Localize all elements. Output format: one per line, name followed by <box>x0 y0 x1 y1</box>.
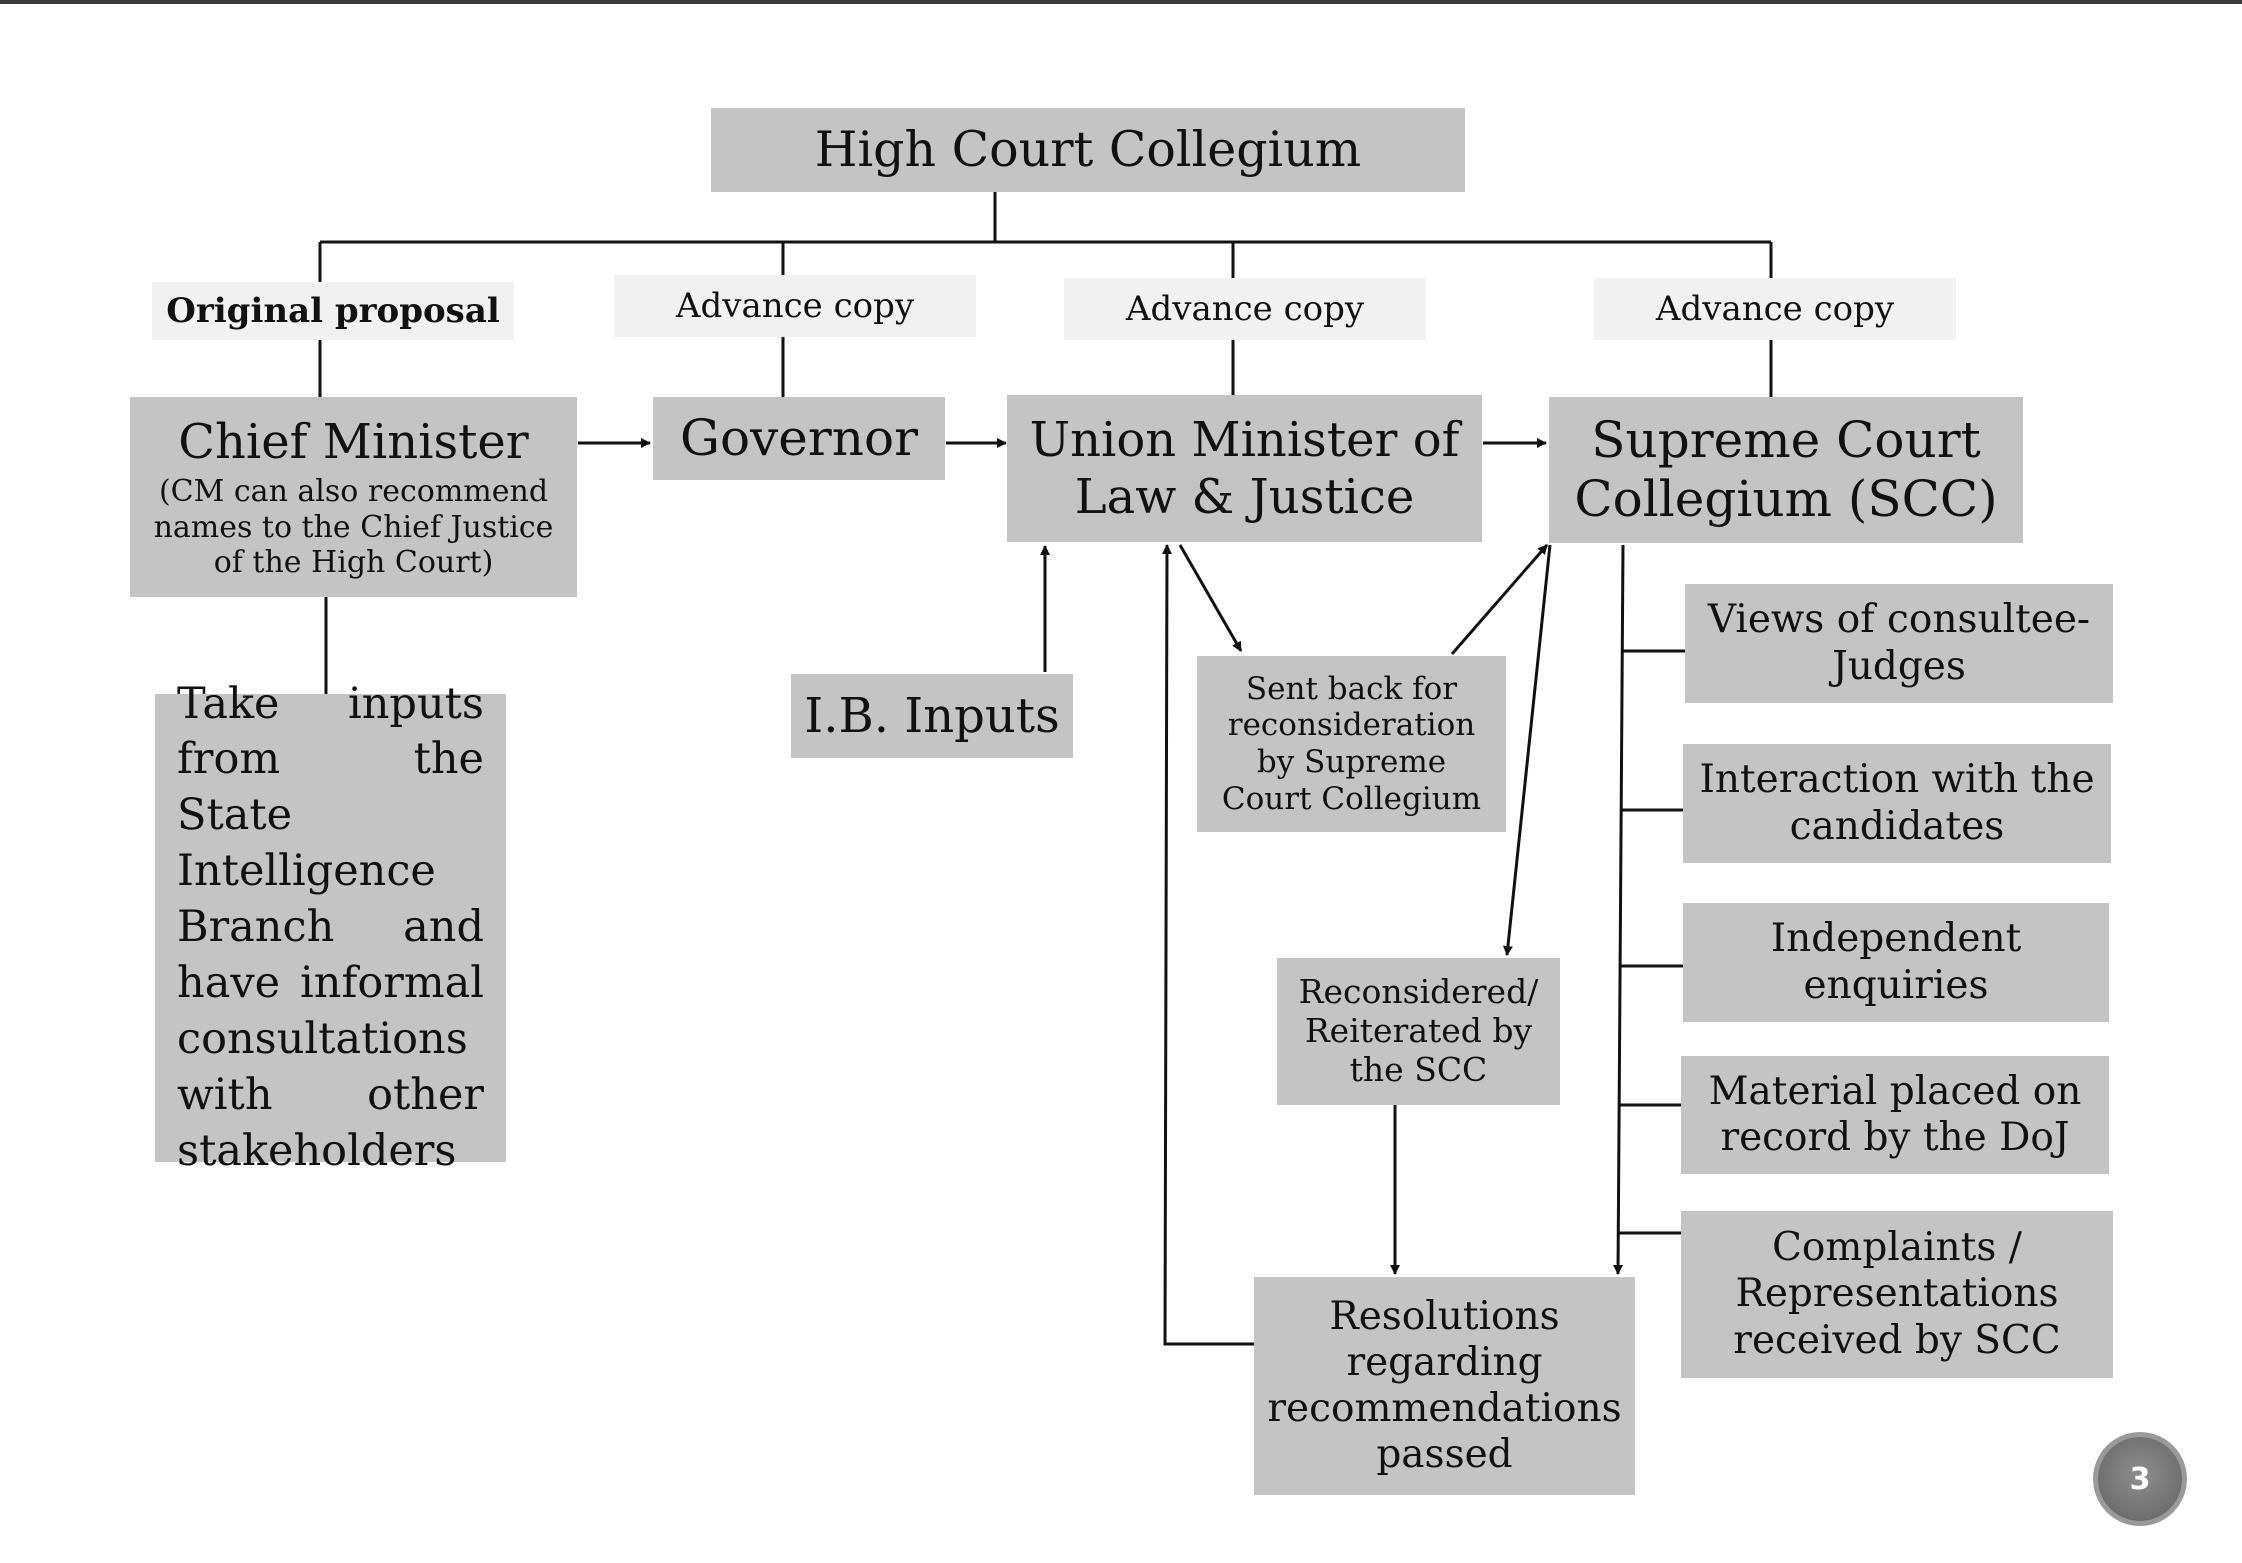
sent-back-box: Sent back for reconsideration by Supreme… <box>1197 656 1506 832</box>
reconsidered-line-3: the SCC <box>1349 1049 1488 1089</box>
chief-minister-box: Chief Minister (CM can also recommend na… <box>130 397 577 597</box>
sent-back-line-1: Sent back for <box>1245 670 1458 707</box>
union-minister-line-1: Union Minister of <box>1029 411 1460 468</box>
arrow-union-to-sent-back <box>1178 544 1243 652</box>
tag-advance-copy-union: Advance copy <box>1064 278 1426 340</box>
resolutions-box: Resolutions regarding recommendations pa… <box>1254 1277 1635 1495</box>
tag-advance-copy-governor: Advance copy <box>614 275 976 337</box>
reconsidered-line-2: Reiterated by <box>1304 1011 1533 1051</box>
scc-line-1: Supreme Court <box>1591 411 1981 469</box>
union-minister-line-2: Law & Justice <box>1074 468 1415 525</box>
tag-original-proposal-label: Original proposal <box>166 291 500 331</box>
supreme-court-collegium-box: Supreme Court Collegium (SCC) <box>1549 397 2023 543</box>
high-court-collegium-box: High Court Collegium <box>711 108 1465 192</box>
page-number-badge: 3 <box>2093 1432 2187 1526</box>
scc-input-material-line-1: Material placed on <box>1708 1068 2082 1114</box>
scc-input-views: Views of consultee- Judges <box>1685 584 2113 703</box>
scc-input-complaints-line-2: Representations <box>1735 1271 2059 1317</box>
chief-minister-note-3: of the High Court) <box>213 545 494 580</box>
state-inputs-box: Take inputs from the State Intelligence … <box>155 679 506 1176</box>
reconsidered-box: Reconsidered/ Reiterated by the SCC <box>1277 958 1560 1105</box>
tag-original-proposal: Original proposal <box>152 282 514 340</box>
arrow-sent-back-to-scc <box>1450 544 1549 655</box>
resolutions-line-3: recommendations <box>1267 1386 1622 1431</box>
resolutions-line-1: Resolutions <box>1329 1293 1560 1339</box>
scc-input-views-line-2: Judges <box>1832 643 1966 689</box>
reconsidered-line-1: Reconsidered/ <box>1298 972 1539 1012</box>
scc-input-material: Material placed on record by the DoJ <box>1681 1056 2109 1174</box>
scc-input-views-line-1: Views of consultee- <box>1707 597 2091 643</box>
scc-input-complaints-line-1: Complaints / <box>1772 1225 2022 1271</box>
union-minister-box: Union Minister of Law & Justice <box>1007 395 1482 542</box>
tag-advance-copy-governor-label: Advance copy <box>675 286 915 326</box>
scc-line-2: Collegium (SCC) <box>1574 470 1998 528</box>
high-court-collegium-title: High Court Collegium <box>814 121 1362 179</box>
page-number: 3 <box>2129 1461 2151 1497</box>
scc-input-enquiries-line-2: enquiries <box>1803 962 1989 1008</box>
resolutions-line-4: passed <box>1376 1432 1513 1478</box>
scc-input-enquiries-line-1: Independent <box>1770 916 2022 962</box>
scc-input-interaction: Interaction with the candidates <box>1683 744 2111 863</box>
governor-label: Governor <box>680 409 918 467</box>
sent-back-line-3: by Supreme <box>1256 744 1447 780</box>
sent-back-line-4: Court Collegium <box>1221 780 1482 817</box>
tag-advance-copy-scc-label: Advance copy <box>1655 289 1895 329</box>
arrow-resolutions-to-union <box>1161 544 1255 1346</box>
scc-input-material-line-2: record by the DoJ <box>1720 1115 2070 1160</box>
scc-input-enquiries: Independent enquiries <box>1683 903 2109 1022</box>
chief-minister-note-1: (CM can also recommend <box>158 474 549 510</box>
sent-back-line-2: reconsideration <box>1227 707 1476 744</box>
state-inputs-text: Take inputs from the State Intelligence … <box>177 678 484 1176</box>
tag-advance-copy-union-label: Advance copy <box>1125 289 1365 329</box>
chief-minister-title: Chief Minister <box>178 413 529 470</box>
arrow-scc-to-reconsidered <box>1502 544 1552 956</box>
ib-inputs-box: I.B. Inputs <box>791 674 1073 758</box>
ib-inputs-label: I.B. Inputs <box>804 687 1060 744</box>
arrow-scc-to-resolutions <box>1613 544 1625 1275</box>
top-border <box>0 0 2242 4</box>
scc-input-complaints: Complaints / Representations received by… <box>1681 1211 2113 1378</box>
governor-box: Governor <box>653 397 945 480</box>
resolutions-line-2: regarding <box>1346 1339 1543 1385</box>
tag-advance-copy-scc: Advance copy <box>1594 278 1956 340</box>
scc-input-complaints-line-3: received by SCC <box>1733 1317 2061 1363</box>
scc-input-interaction-line-2: candidates <box>1789 803 2005 849</box>
chief-minister-note-2: names to the Chief Justice <box>153 509 554 545</box>
scc-input-interaction-line-1: Interaction with the <box>1699 757 2095 803</box>
